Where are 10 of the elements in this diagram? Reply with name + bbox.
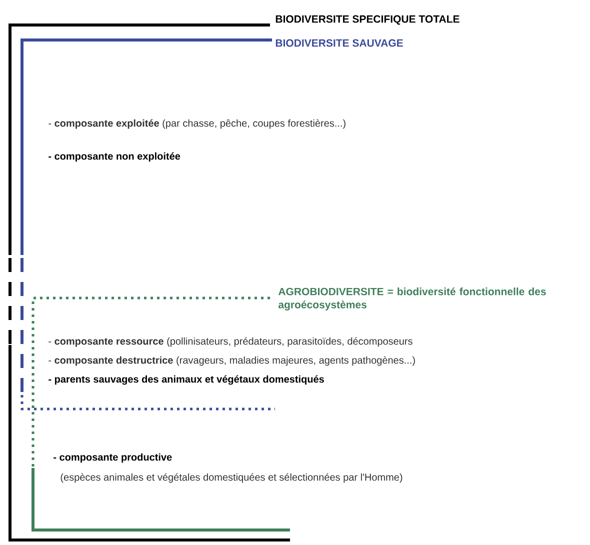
text-label: - composante destructrice (ravageurs, maladies majeures, agents pathogènes...) [48, 356, 415, 366]
text-label: AGROBIODIVERSITE = biodiversité fonctionnelle des agroécosystèmes [278, 287, 546, 311]
text-label: - composante non exploitée [48, 152, 180, 162]
text-label: BIODIVERSITE SPECIFIQUE TOTALE [276, 15, 460, 25]
text-label: - composante productive [54, 453, 172, 463]
text-label: (espèces animales et végétales domestiquées et sélectionnées par l'Homme) [60, 473, 402, 483]
text-label: - composante ressource (pollinisateurs, prédateurs, parasitoïdes, décomposeurs [48, 337, 412, 347]
text-label: - parents sauvages des animaux et végétaux domestiqués [48, 375, 324, 385]
text-label: - composante exploitée (par chasse, pêche, coupes forestières...) [48, 119, 346, 129]
text-label: BIODIVERSITE SAUVAGE [276, 39, 403, 47]
